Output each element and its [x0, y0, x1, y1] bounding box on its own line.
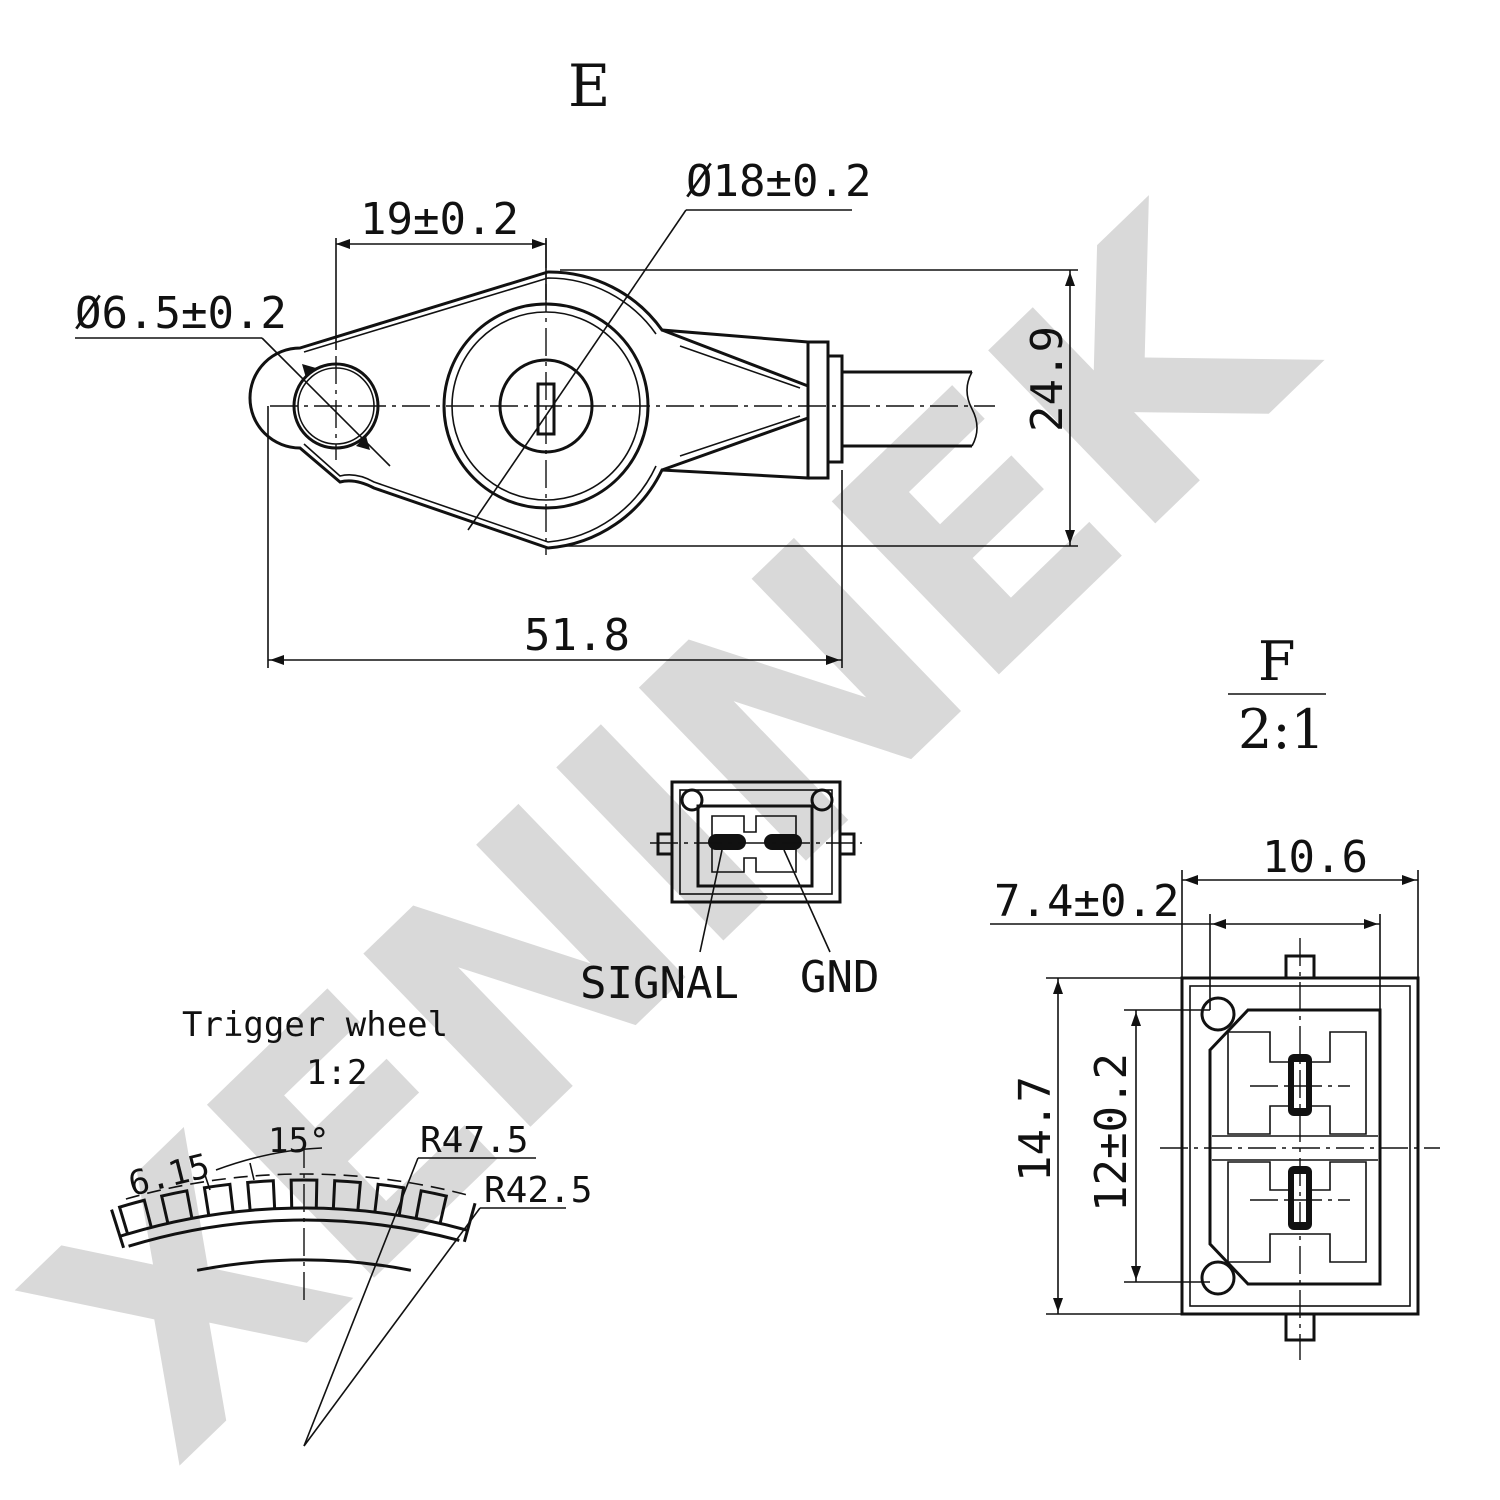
wheel-arc	[125, 1173, 472, 1200]
flange-outline	[248, 270, 810, 550]
dim-f-height: 14.7	[1010, 1076, 1061, 1182]
wheel-tooth	[117, 1198, 153, 1235]
trigger-wheel-title: Trigger wheel	[182, 1005, 448, 1045]
wheel-tooth	[373, 1182, 406, 1216]
view-f-label: F	[1258, 630, 1295, 693]
dim-f-pitch: 12±0.2	[1086, 1053, 1137, 1212]
dim-outer-radius: R47.5	[420, 1120, 528, 1161]
view-e-label: E	[568, 52, 610, 120]
connector-small: SIGNAL GND	[580, 780, 879, 1009]
dim-body-diameter: Ø18±0.2	[686, 156, 871, 207]
dim-length: 51.8	[524, 610, 630, 661]
view-e: E Ø6.5±0.2 19±0	[75, 52, 1078, 668]
wheel-tooth	[331, 1179, 362, 1211]
wheel-geometry	[110, 1140, 477, 1300]
dim-angle: 15°	[268, 1121, 329, 1161]
dim-hole-diameter: Ø6.5±0.2	[75, 288, 287, 339]
dim-f-inner: 7.4±0.2	[994, 876, 1179, 927]
wheel-arc	[119, 1206, 468, 1238]
wheel-tooth	[202, 1182, 235, 1216]
view-f-scale: 2:1	[1238, 698, 1325, 761]
dim-f-width: 10.6	[1262, 832, 1368, 883]
wheel-arc	[128, 1218, 460, 1248]
wheel-tooth	[414, 1189, 449, 1224]
dim-height: 24.9	[1022, 326, 1073, 432]
dim-inner-radius: R42.5	[484, 1170, 592, 1211]
dim-center-distance: 19±0.2	[360, 194, 519, 245]
wheel-edge	[110, 1209, 126, 1249]
trigger-wheel-scale: 1:2	[306, 1053, 367, 1093]
cable-transition	[661, 328, 809, 472]
signal-label: SIGNAL	[580, 958, 739, 1009]
wheel-tooth	[159, 1189, 194, 1224]
view-f: F 2:1 10.6	[990, 630, 1440, 1360]
gnd-label: GND	[800, 952, 879, 1003]
cable	[842, 370, 972, 448]
wheel-arc	[196, 1258, 412, 1272]
wheel-tooth	[289, 1178, 319, 1209]
wheel-tooth	[246, 1179, 277, 1211]
